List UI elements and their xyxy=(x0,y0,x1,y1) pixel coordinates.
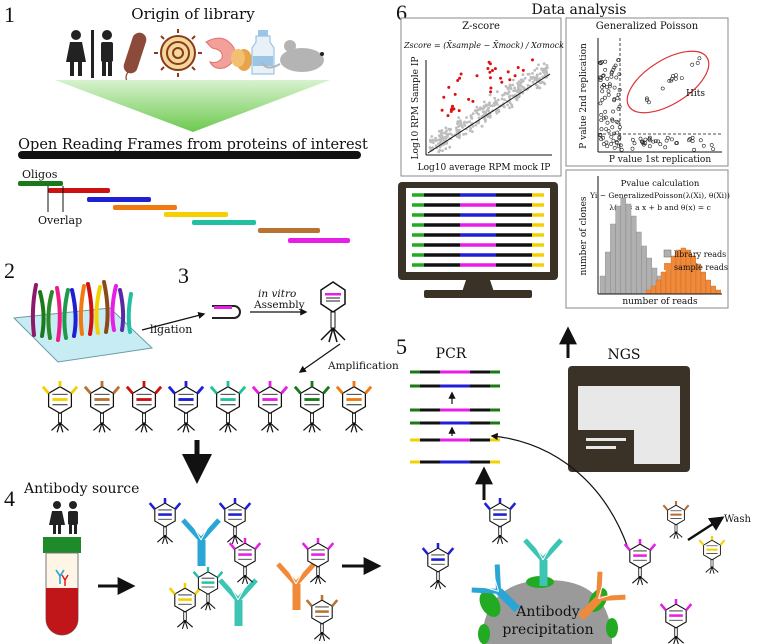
phage-icon xyxy=(301,537,335,585)
sequencer-icon xyxy=(568,366,690,472)
legend-swatch-library xyxy=(663,249,672,258)
zscore-formula: Zscore = (X̄sample − X̄mock) / Xσmock xyxy=(403,41,564,50)
phage-icon xyxy=(662,501,690,539)
plasmid-vector xyxy=(212,305,241,319)
zscore-xlabel: Log10 average RPM mock IP xyxy=(418,163,551,173)
mouse-icon xyxy=(261,40,324,72)
bound-antibodies xyxy=(421,497,726,644)
human-icon xyxy=(66,30,113,78)
phage-icon xyxy=(41,380,79,433)
phage-icon xyxy=(698,536,726,574)
oligo-tiles xyxy=(18,181,350,243)
phage-icon xyxy=(293,380,331,433)
oligos-label: Oligos xyxy=(22,168,58,181)
assembly-label: Assembly xyxy=(253,299,305,311)
phage-icon xyxy=(320,281,346,343)
phage-icon xyxy=(218,497,252,545)
phage-icon xyxy=(305,594,339,642)
phage-icon xyxy=(148,497,182,545)
antibody-icon xyxy=(577,571,626,621)
virus-icon xyxy=(154,29,202,77)
antibody-icon xyxy=(218,577,258,626)
phage-icon xyxy=(623,538,657,586)
hits-label: Hits xyxy=(686,89,705,99)
selection-funnel xyxy=(55,80,330,132)
poisson-xlabel: P value 1st replication xyxy=(609,155,712,165)
phage-icon xyxy=(209,380,247,433)
antibody-icon xyxy=(181,517,221,566)
in-vitro-label: in vitro xyxy=(258,288,296,300)
phage-icon xyxy=(421,542,455,590)
legend-library: library reads xyxy=(674,250,726,259)
amplification-label: Amplification xyxy=(327,360,399,372)
calc-eq2: λ(x) = a x + b and θ(x) = c xyxy=(609,203,711,212)
orf-title: Open Reading Frames from proteins of int… xyxy=(18,137,368,153)
monitor-icon xyxy=(398,182,558,298)
oligo-strands xyxy=(30,280,133,342)
ngs-label: NGS xyxy=(607,347,640,363)
antibody-source-label: Antibody source xyxy=(23,481,139,497)
antibody-icon xyxy=(276,561,316,610)
pcr-label: PCR xyxy=(436,346,467,362)
calc-title: Pvalue calculation xyxy=(621,179,700,189)
phage-icon xyxy=(83,380,121,433)
phage-icon xyxy=(251,380,289,433)
phage-icon xyxy=(659,598,693,644)
zscore-plot: Z-score Zscore = (X̄sample − X̄mock) / X… xyxy=(400,17,564,177)
step-number-3: 3 xyxy=(178,263,189,288)
step-number-1: 1 xyxy=(4,2,15,27)
zscore-title: Z-score xyxy=(462,21,500,32)
histogram-plot: Pvalue calculation Yi ~ GeneralizedPoiss… xyxy=(565,169,730,309)
poisson-plot: Generalized Poisson Hits P value 2nd rep… xyxy=(565,17,729,167)
antibody-precipitation: Antibody precipitation xyxy=(478,576,618,644)
phage-icon xyxy=(228,537,262,585)
hist-xlabel: number of reads xyxy=(622,297,698,307)
precip-line2: precipitation xyxy=(502,622,593,638)
zscore-points xyxy=(428,58,550,154)
phage-icon xyxy=(335,380,373,433)
phage-icon xyxy=(483,497,517,545)
antibody-icon xyxy=(471,564,521,613)
poisson-ylabel: P value 2nd replication xyxy=(579,43,589,149)
antibody-icon xyxy=(523,537,563,586)
poisson-title: Generalized Poisson xyxy=(596,21,699,32)
step-number-6: 6 xyxy=(396,0,407,25)
calc-eq1: Yi ~ GeneralizedPoisson(λ(Xi), θ(Xi)) xyxy=(589,191,730,200)
phage-icon xyxy=(125,380,163,433)
step-number-5: 5 xyxy=(396,334,407,359)
precip-line1: Antibody xyxy=(515,604,580,620)
step-number-4: 4 xyxy=(4,486,15,511)
milk-bottle-icon xyxy=(251,30,275,75)
phage-icon xyxy=(167,380,205,433)
blood-tube xyxy=(43,537,81,636)
phage-library-row xyxy=(41,380,373,433)
antibody-phage-mixture xyxy=(148,497,339,642)
legend-sample: sample reads xyxy=(674,263,728,272)
legend-swatch-sample xyxy=(664,263,671,270)
step-number-2: 2 xyxy=(4,258,15,283)
ligation-label: ligation xyxy=(150,323,192,336)
hist-ylabel: number of clones xyxy=(579,196,589,275)
donor-icon xyxy=(49,501,78,534)
origin-title: Origin of library xyxy=(131,5,255,23)
wash-label: Wash xyxy=(724,514,752,525)
zscore-ylabel: Log10 RPM Sample IP xyxy=(411,57,421,160)
overlap-label: Overlap xyxy=(38,214,82,227)
peanut-icon xyxy=(231,49,252,71)
shrimp-icon xyxy=(205,37,236,69)
poisson-points xyxy=(598,56,716,152)
pcr-amplicons xyxy=(410,370,500,464)
data-analysis-title: Data analysis xyxy=(532,2,627,18)
phage-icon xyxy=(192,566,224,611)
phage-icon xyxy=(168,582,202,630)
orf-bar xyxy=(18,151,361,159)
